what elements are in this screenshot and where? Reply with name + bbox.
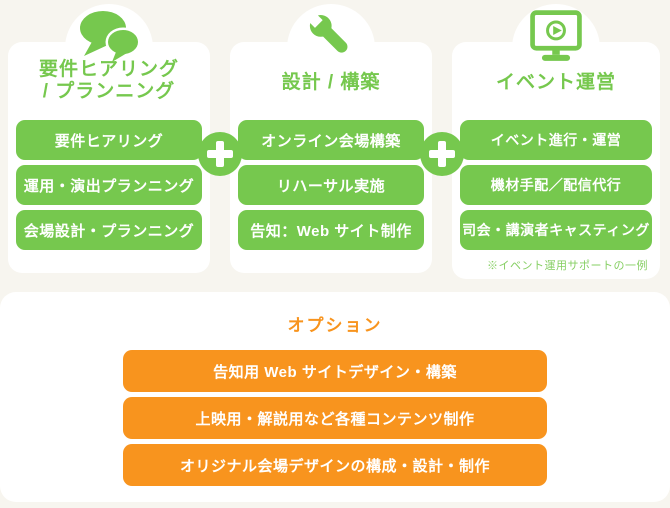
icon-bump [512,4,600,92]
plus-badge [198,132,242,176]
card-title: イベント運営 [452,72,660,94]
card-design-build: 設計 / 構築 オンライン会場構築 リハーサル実施 告知：Web サイト制作 [230,4,432,273]
card-title-line1: 要件ヒアリング [38,59,179,80]
card-hearing-planning: 要件ヒアリング / プランニング 要件ヒアリング 運用・演出プランニング 会場設… [8,4,210,273]
service-item: 司会・講演者キャスティング [460,210,652,250]
plus-icon [420,132,464,176]
options-panel: オプション 告知用 Web サイトデザイン・構築 上映用・解説用など各種コンテン… [0,292,670,502]
service-item: 告知：Web サイト制作 [238,210,424,250]
monitor-play-icon [530,10,582,61]
service-item: オンライン会場構築 [238,120,424,160]
option-item: 上映用・解説用など各種コンテンツ制作 [123,397,547,439]
plus-icon [198,132,242,176]
card-title-line1: 設計 / 構築 [281,72,381,93]
icon-bump [65,4,153,92]
service-item: 機材手配／配信代行 [460,165,652,205]
options-title: オプション [287,316,383,335]
option-item: 告知用 Web サイトデザイン・構築 [123,350,547,392]
card-items: 要件ヒアリング 運用・演出プランニング 会場設計・プランニング [16,120,202,250]
card-title: 要件ヒアリング / プランニング [8,59,210,103]
icon-bump [287,4,375,92]
card-event-operation: イベント運営 イベント進行・運営 機材手配／配信代行 司会・講演者キャスティング… [452,4,660,279]
chat-bubbles-icon [80,11,140,66]
service-item: 要件ヒアリング [16,120,202,160]
service-item: 運用・演出プランニング [16,165,202,205]
card-title: 設計 / 構築 [230,72,432,94]
card-items: オンライン会場構築 リハーサル実施 告知：Web サイト制作 [238,120,424,250]
event-support-note: ※イベント運用サポートの一例 [487,260,648,272]
service-item: リハーサル実施 [238,165,424,205]
card-title-line2: / プランニング [42,81,176,102]
service-item: 会場設計・プランニング [16,210,202,250]
card-title-line1: イベント運営 [495,72,616,93]
service-item: イベント進行・運営 [460,120,652,160]
options-items: 告知用 Web サイトデザイン・構築 上映用・解説用など各種コンテンツ制作 オリ… [123,350,547,486]
card-items: イベント進行・運営 機材手配／配信代行 司会・講演者キャスティング [460,120,652,250]
wrench-icon [306,11,348,53]
plus-badge [420,132,464,176]
option-item: オリジナル会場デザインの構成・設計・制作 [123,444,547,486]
